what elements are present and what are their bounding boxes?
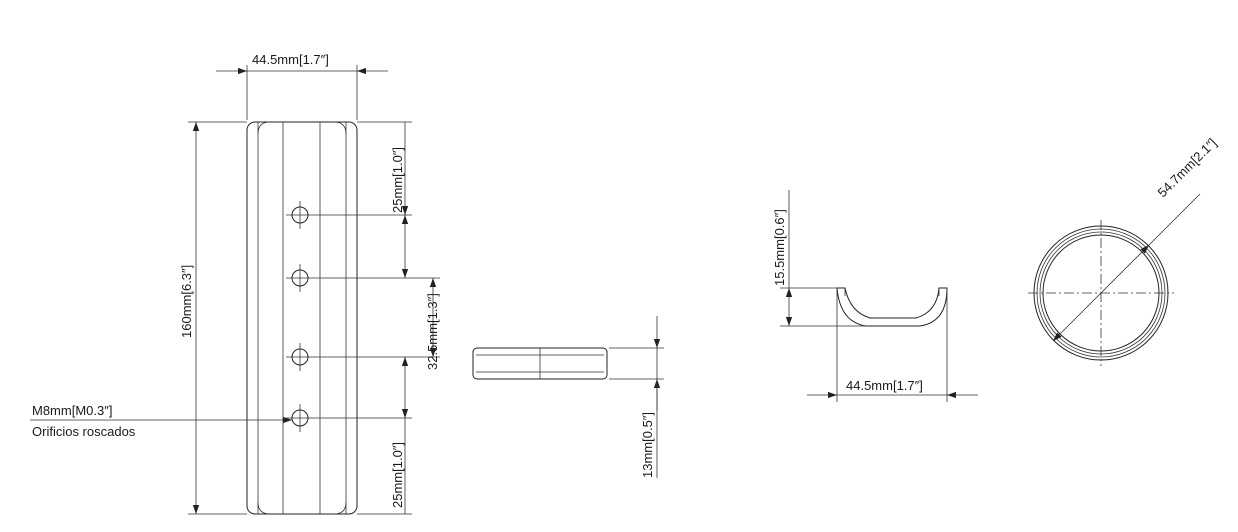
bottom-spacing-label: 25mm[1.0″]	[390, 442, 405, 508]
top-spacing-label: 25mm[1.0″]	[390, 147, 405, 213]
thread-size-label: M8mm[M0.3″]	[32, 403, 112, 418]
middle-spacing-label: 32.5mm[1.3″]	[425, 293, 440, 370]
circle-view: 54.7mm[2.1″]	[1028, 135, 1219, 366]
end-view: 15.5mm[0.6″] 44.5mm[1.7″]	[772, 190, 978, 402]
threaded-hole	[286, 264, 316, 292]
thread-note-label: Orificios roscados	[32, 424, 136, 439]
end-depth-label: 15.5mm[0.6″]	[772, 209, 787, 286]
threaded-hole	[286, 404, 316, 432]
front-width-label: 44.5mm[1.7″]	[252, 52, 329, 67]
end-view-profile	[836, 287, 948, 327]
circle-diameter-label: 54.7mm[2.1″]	[1155, 135, 1220, 200]
side-thickness-label: 13mm[0.5″]	[640, 412, 655, 478]
front-height-label: 160mm[6.3″]	[179, 265, 194, 338]
side-view: 13mm[0.5″]	[472, 316, 664, 478]
front-view-body	[246, 121, 358, 515]
threaded-hole	[286, 201, 316, 229]
threaded-hole	[286, 343, 316, 371]
front-view: 44.5mm[1.7″] 160mm[6.3″] 25mm[1.0″] 32.5…	[30, 52, 440, 515]
end-width-label: 44.5mm[1.7″]	[846, 378, 923, 393]
